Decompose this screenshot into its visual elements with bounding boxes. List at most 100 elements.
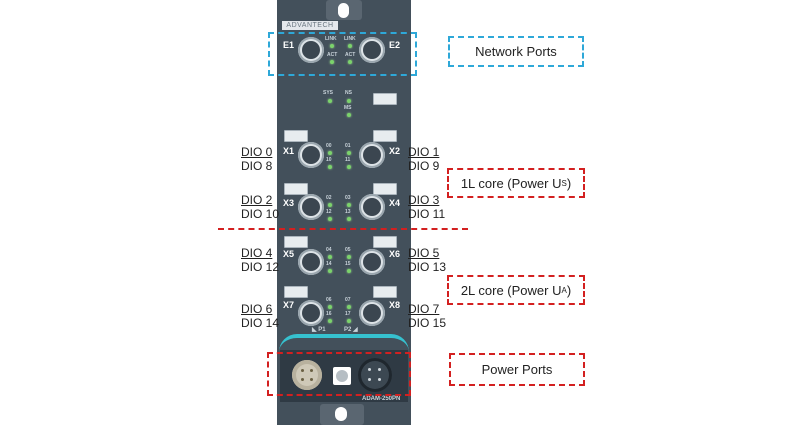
p1-label: ◣ P1 [312, 327, 326, 333]
p2-label: P2 ◢ [344, 327, 358, 333]
led-17 [347, 319, 351, 323]
core-2l-subscript: A [561, 285, 567, 295]
dio-label-top: DIO 1 [408, 145, 440, 159]
ground-screw [333, 367, 351, 385]
io-port-x6[interactable] [359, 249, 385, 275]
led-label-link-e1: LINK [325, 36, 337, 42]
address-switch-slot [373, 93, 397, 105]
io-port-x5[interactable] [298, 249, 324, 275]
core-1l-close: ) [566, 175, 572, 191]
brand-strip: ADVANTECH [282, 21, 338, 30]
network-ports-highlight [268, 32, 417, 76]
led-05 [347, 255, 351, 259]
core-2l-close: ) [566, 282, 572, 298]
dio-label-top: DIO 5 [408, 246, 440, 260]
led-label-10: 10 [326, 157, 332, 163]
pin [368, 378, 371, 381]
pin [378, 378, 381, 381]
dio-label-right-2: DIO 5 DIO 13 [408, 246, 446, 274]
led-label-11: 11 [345, 157, 351, 163]
core-2l-text: 2L core (Power U [460, 282, 562, 298]
led-04 [328, 255, 332, 259]
dio-label-top: DIO 0 [241, 145, 273, 159]
led-label-02: 02 [326, 195, 332, 201]
model-label: ADAM-250PN [362, 396, 401, 402]
network-port-e1[interactable] [298, 37, 324, 63]
teal-accent-arc [279, 334, 409, 352]
dio-label-right-3: DIO 7 DIO 15 [408, 302, 446, 330]
core-1l-subscript: S [561, 178, 567, 188]
led-14 [328, 269, 332, 273]
led-label-12: 12 [326, 209, 332, 215]
port-label-x3: X3 [283, 198, 295, 208]
label-slot-x7 [284, 286, 308, 298]
led-label-01: 01 [345, 143, 351, 149]
label-slot-x8 [373, 286, 397, 298]
pin [301, 378, 304, 381]
led-13 [347, 217, 351, 221]
power-port-out[interactable] [358, 358, 392, 392]
led-label-act-e1: ACT [327, 52, 338, 58]
led-label-03: 03 [345, 195, 351, 201]
led-10 [328, 165, 332, 169]
port-label-e1: E1 [283, 40, 295, 50]
p1-text: P1 [318, 327, 326, 333]
dio-label-right-1: DIO 3 DIO 11 [408, 193, 445, 221]
led-16 [328, 319, 332, 323]
label-slot-x1 [284, 130, 308, 142]
led-00 [328, 151, 332, 155]
pin [368, 368, 371, 371]
led-label-17: 17 [345, 311, 351, 317]
led-label-14: 14 [326, 261, 332, 267]
pin [378, 368, 381, 371]
port-label-x4: X4 [389, 198, 401, 208]
label-slot-x5 [284, 236, 308, 248]
led-07 [347, 305, 351, 309]
dio-label-left-1: DIO 2 DIO 10 [241, 193, 279, 221]
dio-label-bottom: DIO 11 [408, 207, 446, 221]
io-port-x3[interactable] [298, 194, 324, 220]
port-label-x6: X6 [389, 249, 401, 259]
led-ms [347, 113, 351, 117]
io-port-x1[interactable] [298, 142, 324, 168]
led-15 [347, 269, 351, 273]
led-label-07: 07 [345, 297, 351, 303]
led-link-e2 [348, 44, 352, 48]
p2-text: P2 [344, 327, 352, 333]
led-label-05: 05 [345, 247, 351, 253]
led-label-act-e2: ACT [345, 52, 356, 58]
label-slot-x4 [373, 183, 397, 195]
dio-label-bottom: DIO 14 [241, 316, 280, 330]
power-ports-highlight [267, 352, 411, 396]
dio-label-top: DIO 4 [241, 246, 273, 260]
network-port-e2[interactable] [359, 37, 385, 63]
dio-label-right-0: DIO 1 DIO 9 [408, 145, 439, 173]
dio-label-bottom: DIO 13 [408, 260, 447, 274]
io-port-x4[interactable] [359, 194, 385, 220]
led-sys [328, 99, 332, 103]
core-1l-text: 1L core (Power U [460, 175, 562, 191]
dio-label-top: DIO 3 [408, 193, 440, 207]
led-act-e1 [330, 60, 334, 64]
led-01 [347, 151, 351, 155]
port-label-x5: X5 [283, 249, 295, 259]
port-label-x8: X8 [389, 300, 401, 310]
dio-label-bottom: DIO 9 [408, 159, 440, 173]
io-port-x2[interactable] [359, 142, 385, 168]
label-slot-x2 [373, 130, 397, 142]
dio-label-top: DIO 2 [241, 193, 273, 207]
dio-label-left-0: DIO 0 DIO 8 [241, 145, 272, 173]
power-port-in[interactable] [292, 360, 322, 390]
led-label-04: 04 [326, 247, 332, 253]
led-label-15: 15 [345, 261, 351, 267]
io-port-x7[interactable] [298, 300, 324, 326]
port-label-x1: X1 [283, 146, 295, 156]
led-11 [347, 165, 351, 169]
pin [301, 369, 304, 372]
dio-label-bottom: DIO 8 [241, 159, 273, 173]
io-port-x8[interactable] [359, 300, 385, 326]
pin [310, 369, 313, 372]
led-label-00: 00 [326, 143, 332, 149]
dio-label-top: DIO 6 [241, 302, 273, 316]
